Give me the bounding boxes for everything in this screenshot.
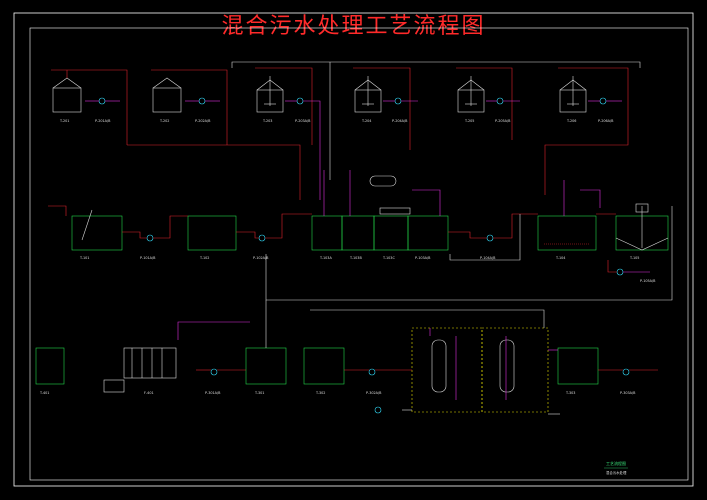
reactor-tank-2 [354, 76, 382, 113]
svg-text:P-203A/B: P-203A/B [295, 119, 311, 123]
svg-text:P-206A/B: P-206A/B [598, 119, 614, 123]
storage-tank-1 [52, 70, 82, 113]
regulating-tank [71, 215, 123, 251]
svg-text:T-303: T-303 [565, 391, 575, 395]
svg-text:P-103A/B: P-103A/B [415, 256, 431, 260]
dosing-vessel [369, 175, 397, 187]
svg-text:T-103A: T-103A [319, 256, 332, 260]
svg-text:P-101A/B: P-101A/B [140, 256, 156, 260]
reaction-tank-a [311, 215, 343, 251]
reactor-tank-3 [457, 76, 485, 113]
svg-text:P-201A/B: P-201A/B [95, 119, 111, 123]
reactor-tank-4 [559, 76, 587, 113]
svg-text:T-104: T-104 [555, 256, 565, 260]
svg-text:F-401: F-401 [144, 391, 154, 395]
storage-tank-2 [152, 77, 182, 113]
middle-tank-row [48, 170, 673, 301]
svg-text:T-202: T-202 [159, 119, 169, 123]
hydrolysis-tank [187, 215, 237, 251]
intermediate-tank [303, 347, 345, 385]
reactor-tank-1 [256, 76, 284, 113]
svg-text:T-203: T-203 [262, 119, 272, 123]
svg-text:P-302A/B: P-302A/B [366, 391, 382, 395]
svg-text:P-301A/B: P-301A/B [205, 391, 221, 395]
svg-text:P-202A/B: P-202A/B [195, 119, 211, 123]
top-magenta-pipes [85, 100, 622, 200]
clear-water-tank [557, 347, 599, 385]
top-white-header [231, 61, 641, 180]
sludge-concentrator [245, 347, 287, 385]
svg-text:T-302: T-302 [315, 391, 325, 395]
diagram-title: 混合污水处理工艺流程图 [221, 14, 486, 39]
svg-text:P-204A/B: P-204A/B [392, 119, 408, 123]
equipment-tags: T-201 P-201A/B T-202 P-202A/B T-203 P-20… [39, 119, 656, 395]
svg-text:P-205A/B: P-205A/B [495, 119, 511, 123]
svg-text:工艺流程图: 工艺流程图 [606, 460, 626, 466]
svg-text:T-204: T-204 [361, 119, 371, 123]
top-pumps [98, 97, 607, 105]
svg-text:混合污水处理: 混合污水处理 [606, 470, 627, 475]
svg-text:T-401: T-401 [39, 391, 49, 395]
svg-text:T-206: T-206 [566, 119, 576, 123]
inner-frame [29, 27, 689, 481]
outer-frame [13, 12, 694, 487]
svg-text:P-102A/B: P-102A/B [253, 256, 269, 260]
svg-text:T-102: T-102 [199, 256, 209, 260]
svg-text:T-103C: T-103C [382, 256, 395, 260]
svg-text:T-205: T-205 [464, 119, 474, 123]
filter-unit-2 [481, 327, 549, 413]
top-tank-row [51, 61, 641, 200]
svg-text:T-103B: T-103B [349, 256, 362, 260]
sludge-tank [35, 347, 65, 385]
reaction-tank-c [373, 215, 409, 251]
bottom-tank-row [35, 300, 658, 415]
top-red-feeds [51, 67, 629, 200]
aeration-tank [537, 215, 597, 251]
svg-text:T-105: T-105 [629, 256, 639, 260]
svg-text:P-104A/B: P-104A/B [480, 256, 496, 260]
filter-unit-1 [411, 327, 483, 413]
title-block: 工艺流程图 混合污水处理 [604, 460, 628, 475]
reaction-tank-b [341, 215, 375, 251]
filter-press [103, 347, 177, 393]
svg-text:P-303A/B: P-303A/B [620, 391, 636, 395]
svg-text:T-201: T-201 [59, 119, 69, 123]
svg-text:T-301: T-301 [254, 391, 264, 395]
svg-text:P-105A/B: P-105A/B [640, 279, 656, 283]
svg-text:T-101: T-101 [79, 256, 89, 260]
sedimentation-tank [407, 215, 449, 251]
